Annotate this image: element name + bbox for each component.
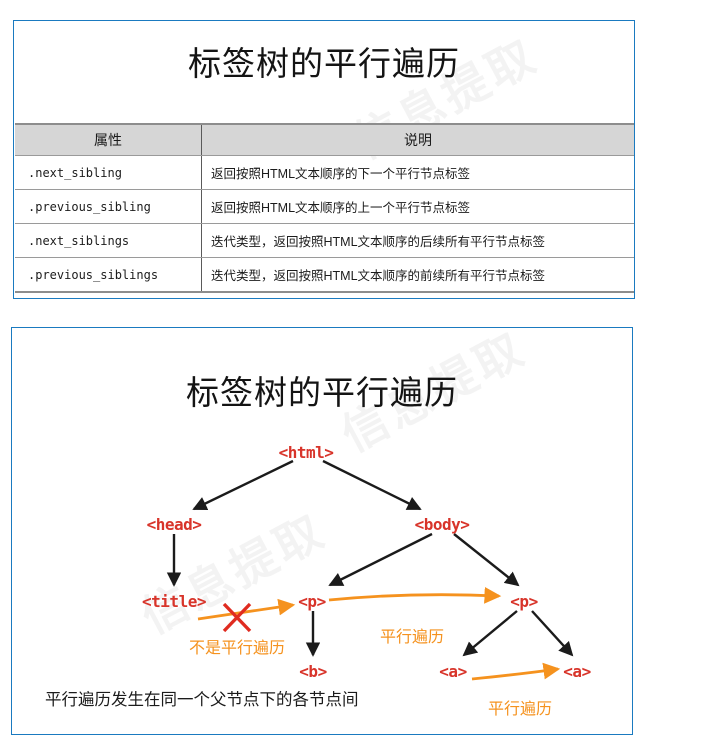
tag-tree-diagram: <html> <head> <body> <title> <p> <p> <b>… <box>12 328 632 734</box>
tree-node-p-first: <p> <box>298 592 326 611</box>
annotation-parallel-a: 平行遍历 <box>487 701 553 718</box>
table-header-row: 属性 说明 <box>15 123 634 156</box>
table-row: .previous_sibling 返回按照HTML文本顺序的上一个平行节点标签 <box>15 189 634 224</box>
cell-description: 返回按照HTML文本顺序的下一个平行节点标签 <box>201 155 634 190</box>
table-row: .next_siblings 迭代类型，返回按照HTML文本顺序的后续所有平行节… <box>15 223 634 258</box>
table-row: .next_sibling 返回按照HTML文本顺序的下一个平行节点标签 <box>15 155 634 190</box>
table-row: .previous_siblings 迭代类型，返回按照HTML文本顺序的前续所… <box>15 257 634 293</box>
annotation-parallel-p: 平行遍历 <box>379 629 445 646</box>
diagram-panel-title: 标签树的平行遍历 <box>186 374 458 411</box>
tree-edges-svg <box>166 459 574 681</box>
arrow-parallel-a <box>471 662 561 681</box>
tree-node-a-second: <a> <box>563 662 591 681</box>
tree-node-head: <head> <box>146 515 202 534</box>
edge-body-p1 <box>328 532 433 587</box>
edge-body-p2 <box>453 533 520 587</box>
tree-node-b: <b> <box>299 662 327 681</box>
edge-p2-a1 <box>462 610 518 657</box>
cell-attribute: .next_sibling <box>15 155 202 190</box>
table-panel: 信息提取 标签树的平行遍历 属性 说明 .next_sibling 返回按照HT… <box>13 20 635 299</box>
cell-description: 迭代类型，返回按照HTML文本顺序的后续所有平行节点标签 <box>201 223 634 258</box>
column-header-attribute: 属性 <box>15 123 202 156</box>
arrow-parallel-p <box>328 586 502 604</box>
table-panel-title: 标签树的平行遍历 <box>188 45 460 82</box>
cell-description: 迭代类型，返回按照HTML文本顺序的前续所有平行节点标签 <box>201 257 634 293</box>
diagram-panel: 信息提取 信息提取 标签树的平行遍历 <box>11 327 633 735</box>
annotation-not-parallel: 不是平行遍历 <box>188 640 286 657</box>
tree-node-html: <html> <box>278 443 334 462</box>
tree-node-body: <body> <box>414 515 470 534</box>
tree-node-a-first: <a> <box>439 662 467 681</box>
cell-attribute: .next_siblings <box>15 223 202 258</box>
cell-attribute: .previous_siblings <box>15 257 202 293</box>
arrow-not-parallel <box>197 598 296 621</box>
red-x-icon <box>222 602 252 633</box>
cell-attribute: .previous_sibling <box>15 189 202 224</box>
tree-node-p-second: <p> <box>510 592 538 611</box>
column-header-description: 说明 <box>201 123 634 156</box>
edge-p2-a2 <box>531 610 574 657</box>
attribute-table: 属性 说明 .next_sibling 返回按照HTML文本顺序的下一个平行节点… <box>15 123 634 293</box>
cell-description: 返回按照HTML文本顺序的上一个平行节点标签 <box>201 189 634 224</box>
diagram-caption: 平行遍历发生在同一个父节点下的各节点间 <box>45 691 359 709</box>
edge-html-body <box>322 459 422 511</box>
edge-html-head <box>192 459 294 511</box>
tree-node-title: <title> <box>142 592 206 611</box>
